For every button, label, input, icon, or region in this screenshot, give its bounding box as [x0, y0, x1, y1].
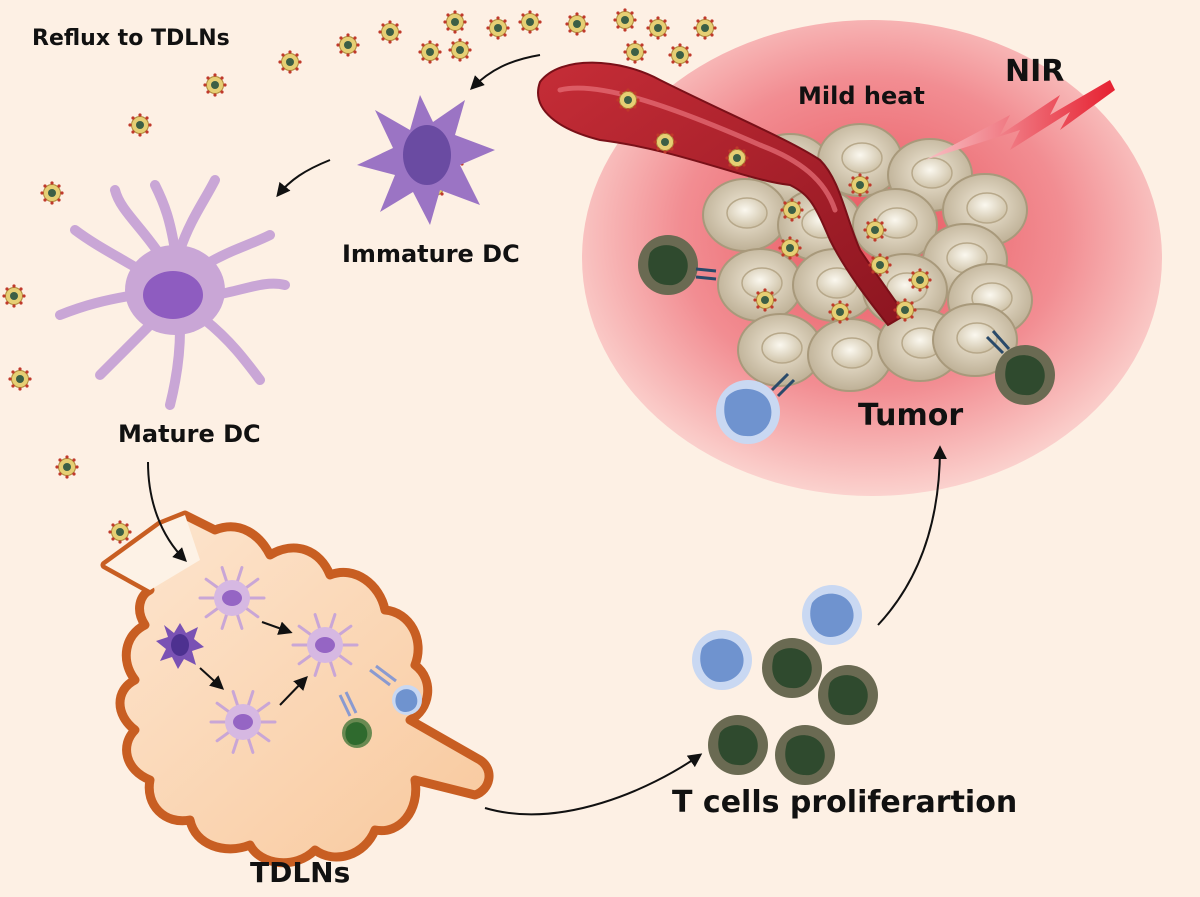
nanoparticle-icon [892, 297, 918, 323]
lymph-node-dc [209, 690, 277, 754]
nanoparticle-icon [907, 267, 933, 293]
nanoparticle-icon [485, 15, 511, 41]
nanoparticle-icon [107, 519, 133, 545]
arrow-icon [199, 667, 225, 690]
nanoparticle-icon [667, 42, 693, 68]
nanoparticle-icon [779, 197, 805, 223]
nanoparticle-icon [692, 15, 718, 41]
t-cell-tumor-right [985, 330, 1055, 405]
tumor-cell [702, 178, 788, 252]
nanoparticle-icon [202, 72, 228, 98]
tumor-cell [737, 313, 823, 387]
tumor-cell [852, 188, 938, 262]
tumor-cell [807, 318, 893, 392]
label-t-cells: T cells proliferartion [672, 785, 1018, 820]
label-nir: NIR [1005, 54, 1065, 89]
nanoparticle-icon [645, 15, 671, 41]
label-reflux: Reflux to TDLNs [32, 26, 230, 51]
tumor-cell [932, 303, 1018, 377]
t-cell-green [762, 638, 822, 698]
label-mild-heat: Mild heat [798, 82, 925, 110]
t-cell-green [775, 725, 835, 785]
tumor-cell [717, 248, 803, 322]
arrow-icon [484, 753, 703, 816]
arrow-icon [261, 621, 293, 635]
nanoparticle-icon [615, 87, 641, 113]
nanoparticle-icon [724, 145, 750, 171]
tumor-cell-cluster [702, 123, 1033, 392]
nanoparticle-icon [612, 7, 638, 33]
nanoparticle-icon [377, 19, 403, 45]
nanoparticle-icon [847, 172, 873, 198]
nanoparticle-icon [447, 37, 473, 63]
lymph-node [100, 510, 494, 868]
lymph-node-t-cell-green [342, 718, 372, 748]
blood-vessel-highlight [557, 85, 838, 213]
t-cell-tumor-blue [716, 372, 796, 444]
arrow-icon [279, 675, 308, 706]
t-cell-blue [802, 585, 862, 645]
lymph-node-t-cell-blue [392, 685, 422, 715]
nanoparticle-icon [417, 39, 443, 65]
arrow-icon [147, 461, 187, 562]
nanoparticle-icon [622, 39, 648, 65]
lymph-node-receptors [338, 664, 397, 717]
tumor-cell [817, 123, 903, 197]
t-cells-group [692, 585, 878, 785]
lymph-node-dc [291, 613, 359, 677]
nanoparticle-icon [862, 217, 888, 243]
nanoparticle-icon [777, 235, 803, 261]
nanoparticle-icon [39, 180, 65, 206]
nanoparticle-icon [1, 283, 27, 309]
lymph-node-immature-dc [156, 623, 204, 669]
nanoparticle-icon [517, 9, 543, 35]
label-tdlns: TDLNs [250, 856, 351, 889]
nanoparticle-icon [867, 252, 893, 278]
arrow-icon [276, 159, 331, 198]
nanoparticle-icon [7, 366, 33, 392]
arrow-icon [470, 54, 541, 90]
t-cell-green [708, 715, 768, 775]
label-mature-dc: Mature DC [118, 420, 261, 448]
immature-dc [357, 95, 495, 225]
lymph-node-dc [198, 566, 266, 630]
blood-vessel [537, 61, 907, 327]
nanoparticle-icon [442, 9, 468, 35]
nanoparticle-icon [652, 129, 678, 155]
arrow-icon [877, 445, 947, 626]
label-immature-dc: Immature DC [342, 240, 520, 268]
nanoparticle-icon [335, 32, 361, 58]
nanoparticle-icon [564, 11, 590, 37]
t-cell-green [818, 665, 878, 725]
t-cell-tumor-left [638, 235, 717, 295]
nanoparticle-icon [54, 454, 80, 480]
mature-dc [55, 175, 290, 410]
nanoparticle-icon [752, 287, 778, 313]
nanoparticle-icon [277, 49, 303, 75]
lightning-icon [925, 80, 1115, 160]
lymph-node-dendritic-cells [198, 566, 359, 754]
nanoparticle-icon [127, 112, 153, 138]
label-tumor: Tumor [858, 398, 964, 433]
nanoparticle-icon [827, 299, 853, 325]
t-cell-blue [692, 630, 752, 690]
